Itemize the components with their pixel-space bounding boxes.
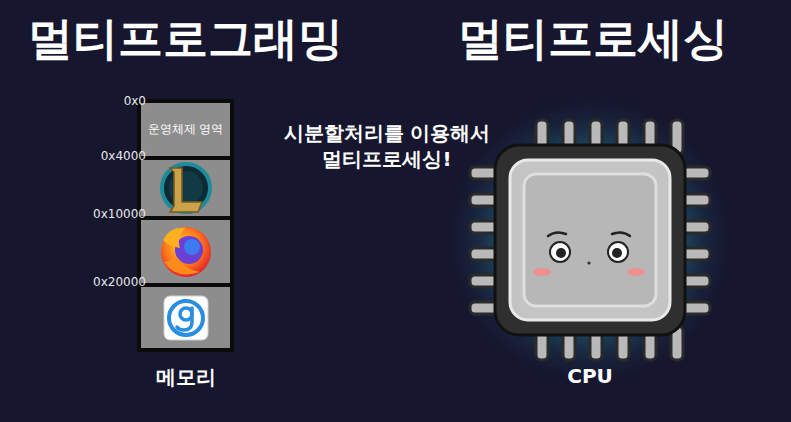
app-icon	[164, 296, 208, 340]
memory-block: 메모리운영체제 영역	[141, 103, 230, 348]
address-label: 0x4000	[101, 149, 146, 165]
address-label: 0x0	[124, 94, 146, 110]
address-label: 0x20000	[93, 275, 146, 291]
node-caption: 메모리	[156, 364, 216, 390]
memory-segment: 운영체제 영역	[141, 103, 230, 156]
memory-column	[137, 99, 234, 352]
callout-note: 시분할처리를 이용해서 멀티프로세싱!	[262, 120, 512, 172]
section-title: 멀티프로그래밍	[28, 10, 343, 69]
browser-icon	[161, 227, 211, 277]
address-label: 0x10000	[93, 207, 146, 223]
section-title: 멀티프로세싱	[458, 10, 728, 69]
game-icon	[162, 164, 210, 212]
node-caption: CPU	[567, 363, 613, 389]
cpu-box: CPU	[495, 145, 685, 335]
segment-label: 운영체제 영역	[148, 122, 224, 138]
